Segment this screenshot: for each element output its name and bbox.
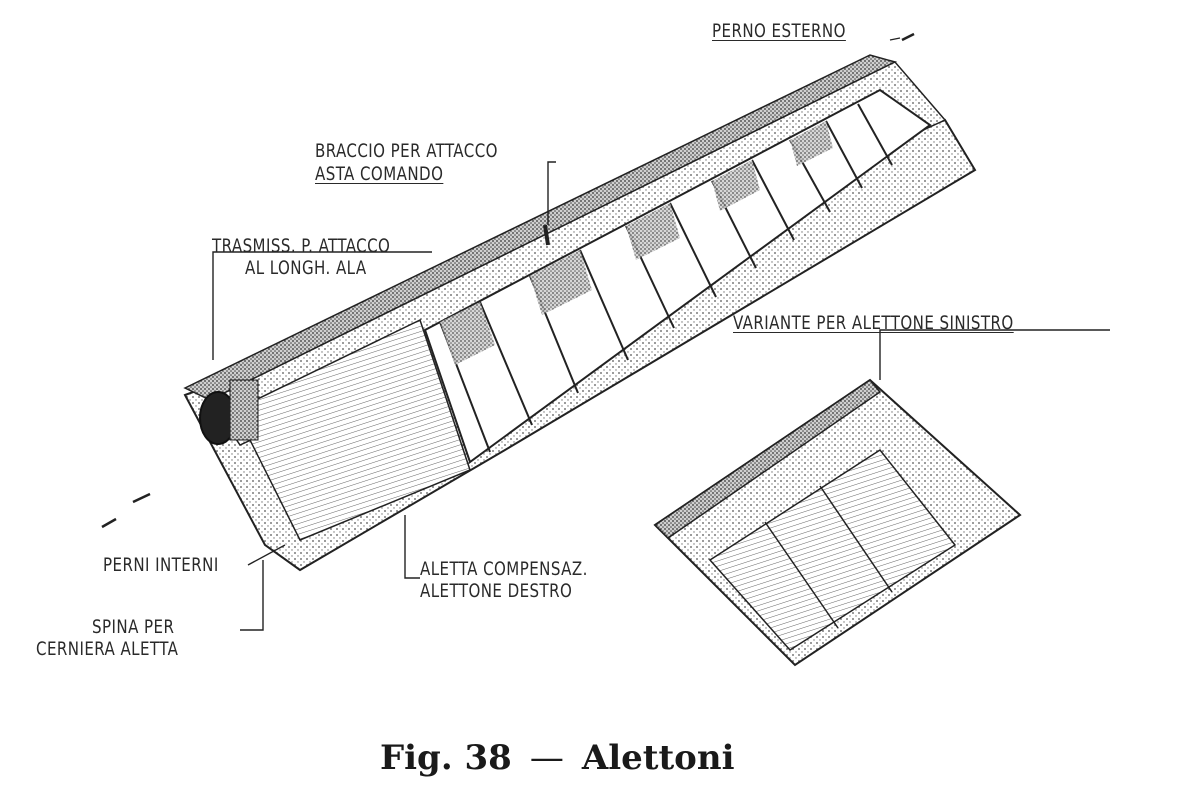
label-perni-interni: PERNI INTERNI (103, 554, 219, 576)
hinge-fitting (229, 379, 259, 441)
caption-dash: — (529, 738, 564, 778)
label-aletta-line2: ALETTONE DESTRO (420, 580, 573, 602)
aileron-rib-shading (440, 121, 833, 365)
label-braccio-line1: BRACCIO PER ATTACCO (315, 140, 498, 162)
label-trasmiss-line2: AL LONGH. ALA (245, 257, 367, 279)
inner-pin-1 (101, 517, 117, 529)
label-aletta-line1: ALETTA COMPENSAZ. (420, 558, 588, 580)
label-perno-esterno: PERNO ESTERNO (712, 20, 846, 42)
control-arm (543, 224, 550, 246)
label-trasmiss-line1: TRASMISS. P. ATTACCO (212, 235, 391, 257)
left-aileron-variant (653, 378, 1022, 667)
label-braccio-line2: ASTA COMANDO (315, 163, 444, 185)
figure-caption: Fig. 38 — Alettoni (380, 738, 734, 778)
label-spina-line1: SPINA PER (92, 616, 175, 638)
inner-pin-2 (132, 492, 151, 504)
label-spina-line2: CERNIERA ALETTA (36, 638, 179, 660)
caption-title: Alettoni (581, 738, 735, 778)
variant-spar (653, 378, 882, 539)
aileron-rib-structure (423, 88, 932, 464)
aileron-covered-section (233, 318, 471, 541)
loose-pins (101, 32, 915, 529)
outer-pin (901, 32, 915, 42)
variant-tab (708, 448, 957, 651)
label-variante: VARIANTE PER ALETTONE SINISTRO (733, 312, 1014, 334)
leader-lines (212, 37, 1110, 631)
right-aileron (183, 54, 977, 572)
caption-fig-number: Fig. 38 (380, 738, 512, 778)
